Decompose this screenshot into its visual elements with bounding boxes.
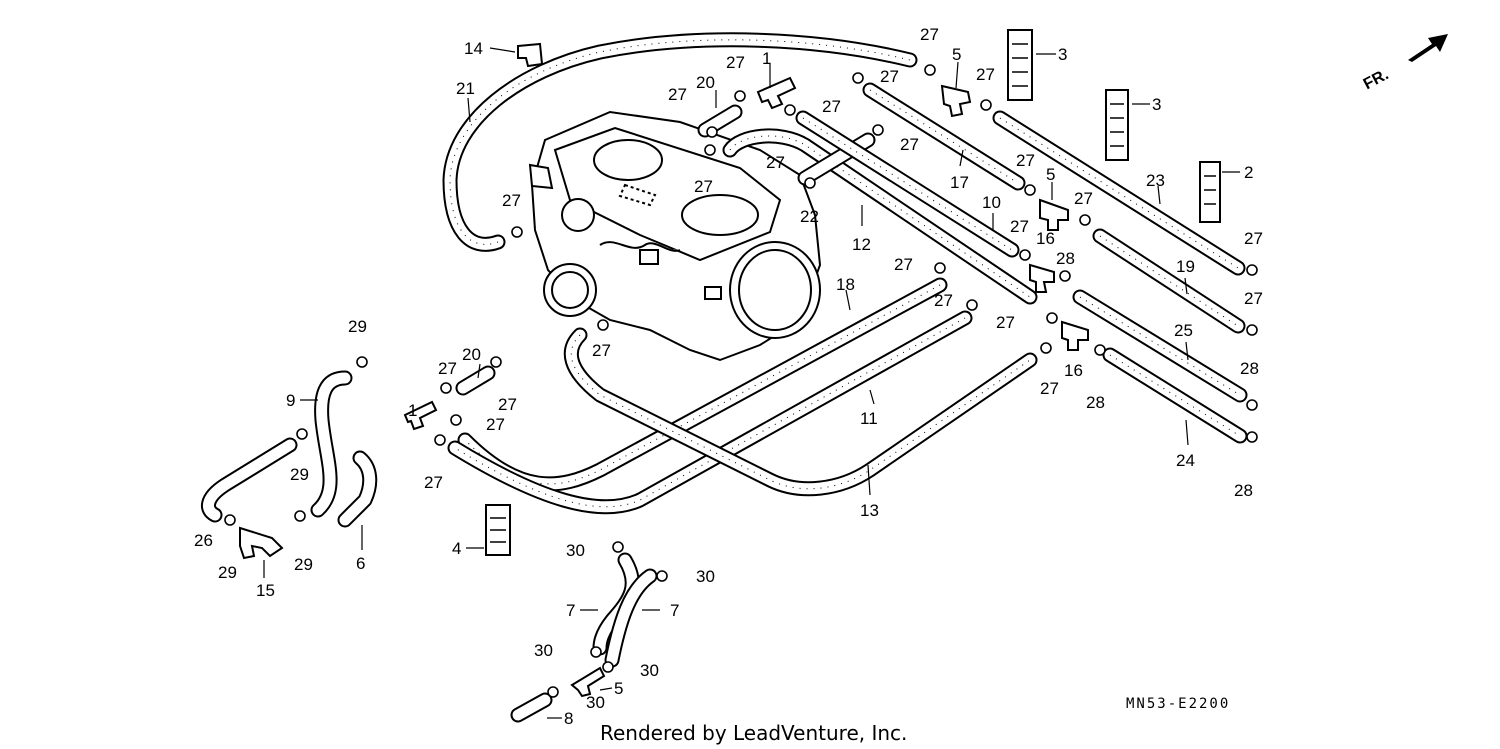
- callout-27: 27: [1010, 217, 1029, 236]
- callout-27: 27: [920, 25, 939, 44]
- callout-27: 27: [438, 359, 457, 378]
- callout-5b: 5: [1046, 165, 1055, 184]
- callout-27: 27: [486, 415, 505, 434]
- callout-27: 27: [934, 291, 953, 310]
- callout-2: 2: [1244, 163, 1253, 182]
- render-credit: Rendered by LeadVenture, Inc.: [600, 721, 907, 745]
- callout-27: 27: [694, 177, 713, 196]
- front-marker-label: FR.: [1361, 66, 1392, 93]
- callout-19: 19: [1176, 257, 1195, 276]
- callout-18: 18: [836, 275, 855, 294]
- callout-23: 23: [1146, 171, 1165, 190]
- callout-30: 30: [534, 641, 553, 660]
- callout-6: 6: [356, 554, 365, 573]
- callout-17: 17: [950, 173, 969, 192]
- callout-27: 27: [894, 255, 913, 274]
- callout-27: 27: [592, 341, 611, 360]
- callout-5a: 5: [952, 45, 961, 64]
- callout-28: 28: [1240, 359, 1259, 378]
- callout-27: 27: [1244, 229, 1263, 248]
- callout-16a: 16: [1036, 229, 1055, 248]
- callout-27: 27: [726, 53, 745, 72]
- front-arrow-icon: [1408, 34, 1448, 62]
- callout-27: 27: [424, 473, 443, 492]
- callout-27: 27: [1016, 151, 1035, 170]
- callout-27: 27: [498, 395, 517, 414]
- callout-27: 27: [1244, 289, 1263, 308]
- callout-28: 28: [1234, 481, 1253, 500]
- callout-15: 15: [256, 581, 275, 600]
- callout-13: 13: [860, 501, 879, 520]
- callout-29: 29: [290, 465, 309, 484]
- callout-14: 14: [464, 39, 483, 58]
- callout-4: 4: [452, 539, 461, 558]
- callout-27: 27: [880, 67, 899, 86]
- callout-27: 27: [976, 65, 995, 84]
- callout-7b: 7: [670, 601, 679, 620]
- callout-30: 30: [640, 661, 659, 680]
- callout-16b: 16: [1064, 361, 1083, 380]
- callout-labels: 1 1 2 3 3 4 5 5 5 6 7 7 8 9 10 11 12 13 …: [194, 25, 1263, 728]
- callout-1b: 1: [762, 49, 771, 68]
- callout-24: 24: [1176, 451, 1195, 470]
- callout-12: 12: [852, 235, 871, 254]
- callout-8: 8: [564, 709, 573, 728]
- callout-3a: 3: [1058, 45, 1067, 64]
- callout-29: 29: [218, 563, 237, 582]
- callout-30: 30: [696, 567, 715, 586]
- callout-27: 27: [900, 135, 919, 154]
- callout-20b: 20: [462, 345, 481, 364]
- hose-clamps: [224, 64, 1258, 698]
- callout-9: 9: [286, 391, 295, 410]
- callout-10: 10: [982, 193, 1001, 212]
- carburetor-assembly: [528, 110, 822, 362]
- callout-5c: 5: [614, 679, 623, 698]
- callout-27: 27: [502, 191, 521, 210]
- callout-29: 29: [294, 555, 313, 574]
- callout-26: 26: [194, 531, 213, 550]
- callout-28: 28: [1056, 249, 1075, 268]
- callout-22: 22: [800, 207, 819, 226]
- callout-27: 27: [822, 97, 841, 116]
- diagram-code: MN53-E2200: [1126, 696, 1230, 712]
- callout-1a: 1: [408, 401, 417, 420]
- callout-27: 27: [1074, 189, 1093, 208]
- callout-25: 25: [1174, 321, 1193, 340]
- callout-29: 29: [348, 317, 367, 336]
- callout-3b: 3: [1152, 95, 1161, 114]
- callout-11: 11: [860, 409, 878, 428]
- callout-27: 27: [668, 85, 687, 104]
- callout-30: 30: [566, 541, 585, 560]
- callout-20a: 20: [696, 73, 715, 92]
- callout-27: 27: [766, 153, 785, 172]
- callout-27: 27: [996, 313, 1015, 332]
- callout-28: 28: [1086, 393, 1105, 412]
- callout-30: 30: [586, 693, 605, 712]
- callout-21: 21: [456, 79, 475, 98]
- callout-7a: 7: [566, 601, 575, 620]
- callout-27: 27: [1040, 379, 1059, 398]
